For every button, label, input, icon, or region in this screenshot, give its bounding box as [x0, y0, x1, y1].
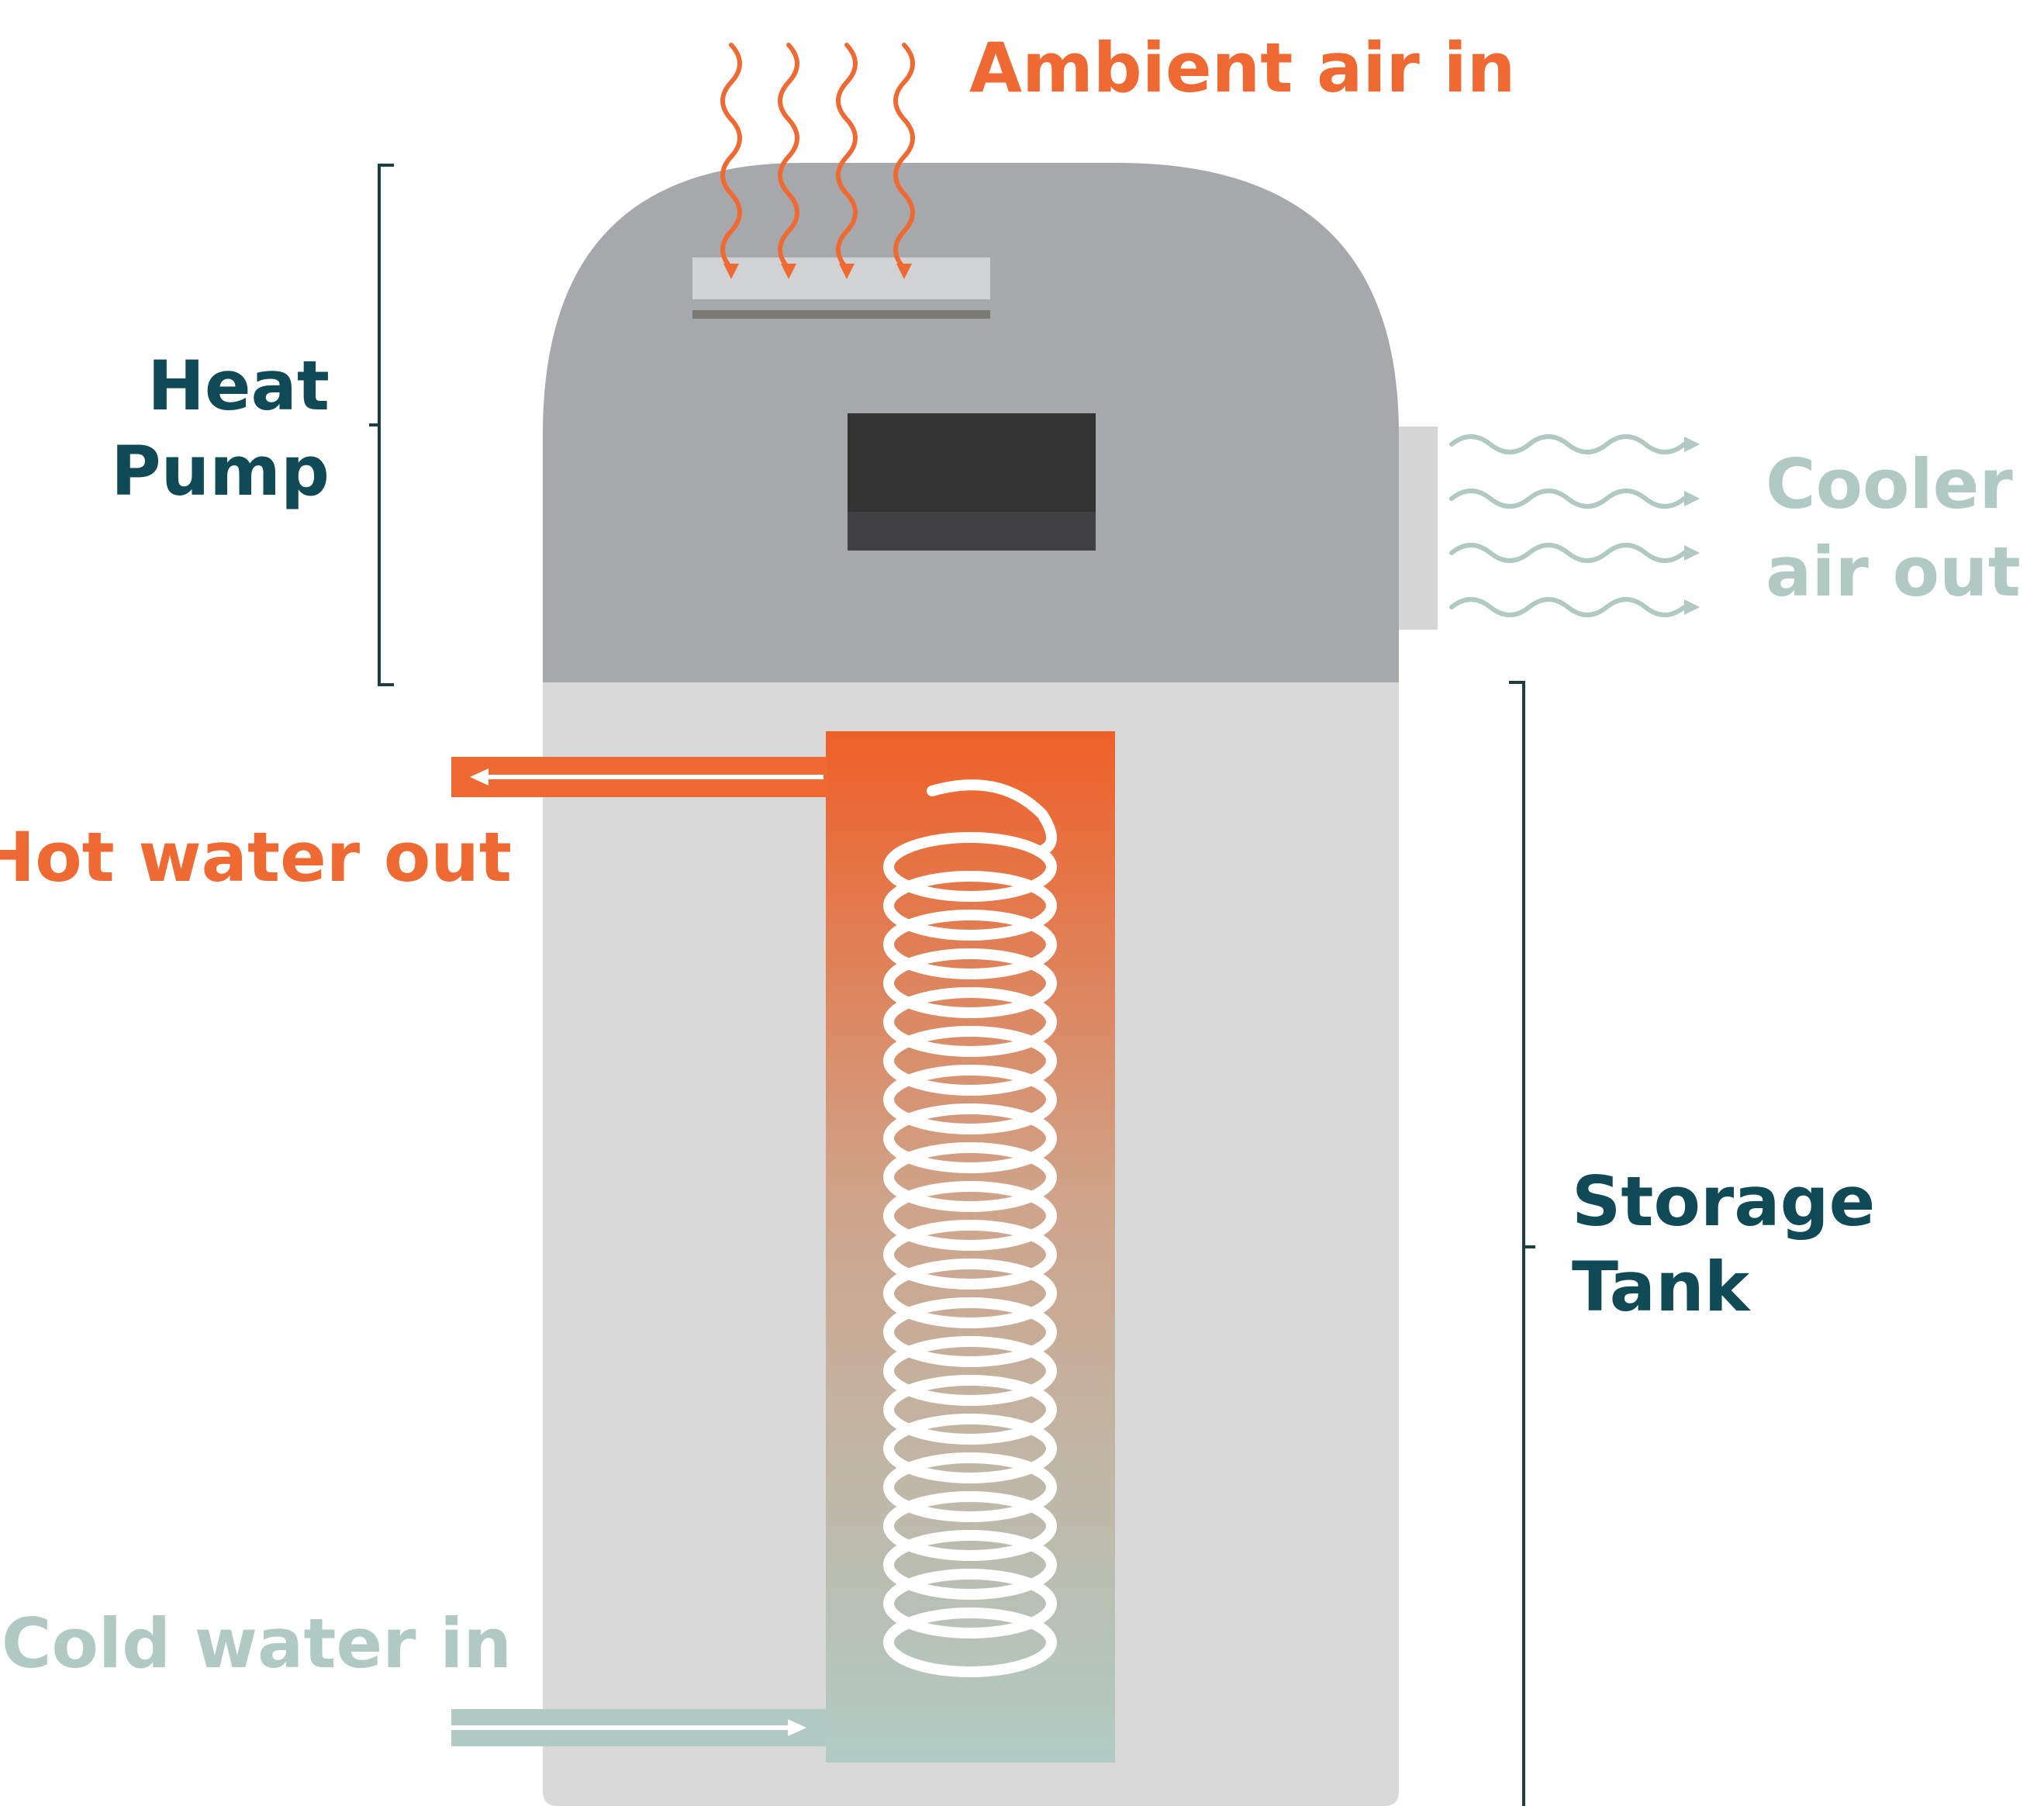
coil-loop [883, 1026, 1057, 1096]
exhaust-vent [1399, 426, 1438, 630]
coil-loop [883, 1607, 1057, 1677]
coil-loop [883, 1297, 1057, 1367]
coil-loop [883, 1414, 1057, 1483]
cold-water-in-label: Cold water in [2, 1604, 512, 1683]
ambient-air-arrows [720, 43, 915, 279]
storage-tank-bracket [1509, 681, 1535, 1806]
left-arrow-head [470, 768, 489, 786]
right-arrow-head [788, 1719, 806, 1736]
hot-water-out-label: Hot water out [0, 817, 512, 897]
cooler-air-arrows [1449, 434, 1700, 617]
coil-loop [883, 948, 1057, 1018]
coil-loop [883, 832, 1057, 902]
wavy-right-arrow-icon [1449, 597, 1687, 617]
ambient-arrow-head [896, 264, 912, 279]
coil-loop [883, 1530, 1057, 1600]
wavy-down-arrow-icon [778, 43, 799, 271]
coil-loop [883, 1065, 1057, 1134]
coil-loop [883, 987, 1057, 1057]
coil-loop [883, 871, 1057, 941]
ambient-air-in-label: Ambient air in [969, 28, 1515, 108]
coil-loop [883, 1103, 1057, 1173]
heat-pump-label-line2: Pump [111, 431, 330, 511]
heat-exchanger-coil-icon [883, 779, 1058, 1677]
coil-loop [883, 1375, 1057, 1445]
display-panel-lower [848, 512, 1096, 551]
display-panel [848, 413, 1096, 512]
bracket-icon [378, 164, 394, 686]
cooler-arrow-head [1684, 545, 1700, 561]
ambient-arrow-head [839, 264, 855, 279]
wavy-right-arrow-icon [1449, 543, 1687, 563]
coil-top-curl [927, 779, 1058, 857]
coil-loop [883, 910, 1057, 979]
coil-loop [883, 1142, 1057, 1212]
hot-water-out-pipe [451, 757, 827, 797]
coil-loop [883, 1569, 1057, 1639]
cooler-arrow-head [1684, 437, 1700, 452]
coil-loop [883, 1220, 1057, 1290]
wavy-down-arrow-icon [720, 43, 742, 271]
heat-pump-label-line1: Heat [147, 346, 330, 426]
bracket-icon [1509, 681, 1525, 1806]
coil-loop [883, 1336, 1057, 1406]
wavy-down-arrow-icon [836, 43, 858, 271]
cooler-arrow-head [1684, 599, 1700, 615]
wavy-right-arrow-icon [1449, 489, 1687, 509]
heat-pump-bracket [369, 164, 394, 686]
storage-tank-label-line1: Storage [1572, 1162, 1875, 1241]
storage-tank-label-line2: Tank [1572, 1247, 1752, 1327]
coil-loop [883, 1181, 1057, 1251]
cooler-arrow-head [1684, 491, 1700, 506]
wavy-right-arrow-icon [1449, 434, 1687, 454]
ambient-arrow-head [723, 264, 739, 279]
wavy-down-arrow-icon [893, 43, 915, 271]
ambient-arrow-head [781, 264, 796, 279]
intake-grille-line [692, 310, 990, 319]
cooler-air-out-label-line2: air out [1766, 532, 2021, 612]
coil-loop [883, 1259, 1057, 1328]
cold-water-in-pipe [451, 1709, 827, 1746]
coil-loop [883, 1452, 1057, 1522]
coil-loop [883, 1491, 1057, 1561]
cooler-air-out-label-line1: Cooler [1766, 444, 2013, 524]
